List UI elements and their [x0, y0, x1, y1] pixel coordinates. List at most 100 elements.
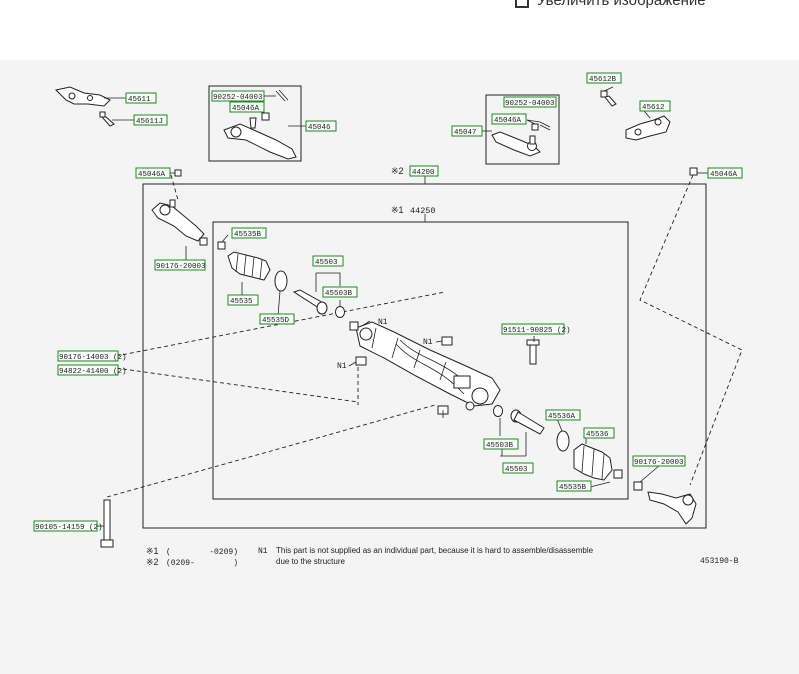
n1-mark-left: N1 — [337, 362, 347, 371]
part-label-45535B-right[interactable]: 45535B — [556, 480, 592, 492]
part-label-90252-left[interactable]: 90252-04003 — [211, 90, 265, 102]
n1-note-key: N1 — [258, 547, 268, 556]
boot-clamp-left — [274, 270, 288, 292]
dashed-line-right — [639, 174, 743, 486]
part-label-90176-right[interactable]: 90176-20003 — [632, 455, 686, 467]
outer-assembly-frame — [142, 183, 707, 529]
n1-mark-upper: N1 — [378, 318, 388, 327]
part-label-45046A-right-kit[interactable]: 45046A — [491, 113, 527, 125]
part-label-90176-left[interactable]: 90176-20003 — [154, 259, 206, 271]
part-label-45503-left[interactable]: 45503 — [312, 255, 344, 267]
part-label-45535D[interactable]: 45535D — [259, 313, 295, 325]
part-label-45046A-outer-right[interactable]: 45046A — [707, 167, 743, 179]
part-label-45046A-left-kit[interactable]: 45046A — [229, 101, 265, 113]
part-label-45503B-left[interactable]: 45503B — [322, 286, 358, 298]
top-bar: Увеличить изображение — [0, 0, 799, 10]
castle-nut-left-kit — [261, 112, 270, 121]
bolt-45611J — [99, 111, 115, 127]
leader-lines — [97, 86, 708, 527]
svg-text:90176-14003 (2): 90176-14003 (2) — [59, 354, 127, 362]
bolt-45612B — [600, 90, 617, 107]
claw-washer-right — [493, 405, 503, 417]
part-label-45536[interactable]: 45536 — [583, 427, 615, 439]
part-label-45535[interactable]: 45535 — [227, 294, 259, 306]
claw-washer-left — [335, 306, 345, 318]
svg-text:45535B: 45535B — [559, 484, 587, 492]
part-label-45536A[interactable]: 45536A — [545, 409, 581, 421]
dashed-line-left-nut — [170, 174, 179, 201]
svg-text:94822-41400 (2): 94822-41400 (2) — [59, 368, 127, 376]
nut-45046A-right — [689, 167, 698, 176]
svg-text:45503: 45503 — [505, 466, 528, 474]
boot-clamp-right — [556, 430, 570, 452]
tie-rod-end-left — [151, 199, 205, 242]
outer-group-code: 44200 — [412, 169, 435, 177]
expand-icon — [515, 0, 529, 9]
svg-text:45503B: 45503B — [325, 290, 353, 298]
part-label-45503B-right[interactable]: 45503B — [483, 438, 519, 450]
part-label-45503-right[interactable]: 45503 — [502, 462, 534, 474]
cotter-pin-left-kit — [275, 89, 289, 102]
tie-rod-end-right-kit — [491, 131, 541, 157]
parts-diagram: ※2 44200 ※1 44250 — [33, 72, 743, 568]
legend-mark-1: ※1 — [146, 546, 159, 556]
steering-rack-boot-right — [573, 443, 623, 481]
svg-text:90176-20003: 90176-20003 — [634, 459, 684, 467]
legend-mark-2: ※2 — [146, 557, 159, 567]
enlarge-image-text: Увеличить изображение — [537, 0, 706, 9]
part-label-90105[interactable]: 90105-14159 (2) — [33, 520, 103, 532]
part-label-90252-right[interactable]: 90252-04003 — [503, 96, 557, 108]
svg-text:45612B: 45612B — [589, 76, 617, 84]
bushing-N1-top — [441, 336, 453, 346]
svg-text:90252-04003: 90252-04003 — [505, 100, 555, 108]
svg-text:45503: 45503 — [315, 259, 338, 267]
svg-text:45046A: 45046A — [138, 171, 166, 179]
nut-45046A-left — [174, 169, 182, 177]
bushing-N1-left — [355, 356, 367, 366]
steering-rack-boot-left — [217, 241, 271, 281]
svg-text:45046A: 45046A — [710, 171, 738, 179]
bolt-90105 — [100, 499, 114, 548]
part-label-45046A-outer-left[interactable]: 45046A — [135, 167, 171, 179]
part-label-91511[interactable]: 91511-90825 (2) — [501, 323, 571, 335]
legend-range-2: (0209- ) — [166, 559, 238, 568]
dashed-line-lower — [106, 404, 436, 498]
svg-text:90176-20003: 90176-20003 — [156, 263, 206, 271]
bolt-91511 — [526, 339, 540, 365]
part-label-45611[interactable]: 45611 — [125, 92, 157, 104]
enlarge-image-link[interactable]: Увеличить изображение — [515, 0, 706, 9]
part-label-45612B[interactable]: 45612B — [586, 72, 622, 84]
part-label-45046[interactable]: 45046 — [305, 120, 337, 132]
steering-knuckle-arm-left — [54, 86, 111, 107]
part-label-45535B-left[interactable]: 45535B — [231, 227, 267, 239]
svg-text:45612: 45612 — [642, 104, 665, 112]
svg-text:45611: 45611 — [128, 96, 151, 104]
inner-assembly-frame — [212, 221, 629, 500]
n1-note-line-2: due to the structure — [276, 557, 345, 566]
part-label-45047[interactable]: 45047 — [451, 125, 483, 137]
svg-text:45535: 45535 — [230, 298, 253, 306]
part-label-94822[interactable]: 94822-41400 (2) — [57, 364, 127, 376]
diagram-code: 453190-B — [700, 557, 739, 566]
inner-tie-rod-right — [510, 409, 545, 435]
tie-rod-end-left-kit — [223, 117, 297, 160]
n1-note-line-1: This part is not supplied as an individu… — [276, 546, 594, 555]
svg-text:90252-04003: 90252-04003 — [213, 94, 263, 102]
svg-text:45535B: 45535B — [234, 231, 262, 239]
svg-text:90105-14159 (2): 90105-14159 (2) — [35, 524, 103, 532]
part-label-90176-bolt[interactable]: 90176-14003 (2) — [57, 350, 127, 362]
left-tie-rod-kit-frame — [208, 85, 302, 162]
castle-nut-right-kit — [531, 123, 539, 131]
inner-group-mark: ※1 — [391, 205, 404, 215]
svg-text:45046A: 45046A — [494, 117, 522, 125]
part-label-45612[interactable]: 45612 — [639, 100, 671, 112]
svg-text:45536: 45536 — [586, 431, 609, 439]
svg-text:45046A: 45046A — [232, 105, 260, 113]
inner-group-code: 44250 — [410, 206, 436, 216]
lock-nut-right — [633, 481, 643, 491]
steering-knuckle-arm-right — [625, 115, 671, 141]
n1-mark-right: N1 — [423, 338, 433, 347]
steering-rack-housing — [355, 321, 501, 411]
part-label-45611J[interactable]: 45611J — [133, 114, 168, 126]
diagram-canvas: ※2 44200 ※1 44250 — [0, 60, 799, 674]
